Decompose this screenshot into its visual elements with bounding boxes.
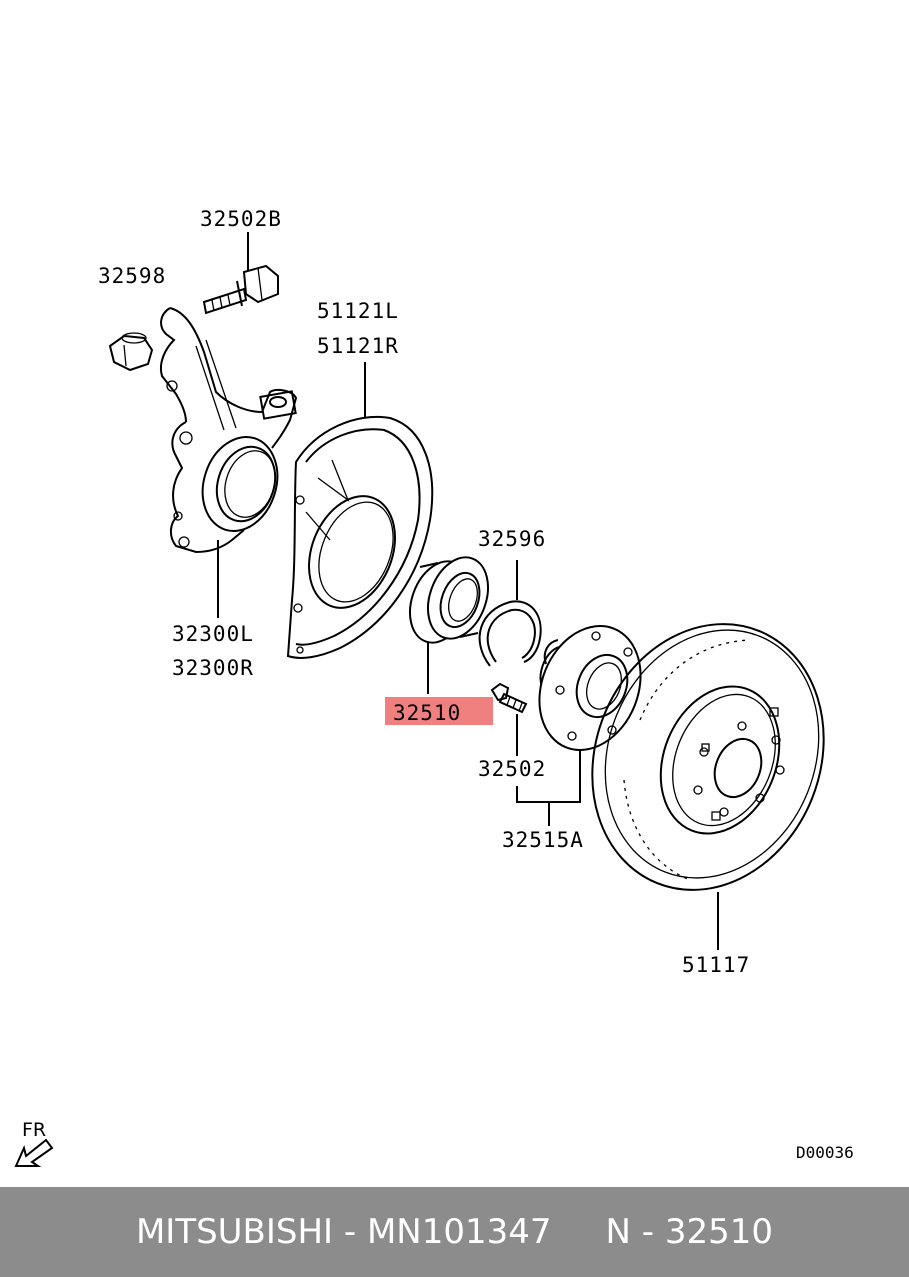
footer-text: MITSUBISHI - MN101347 N - 32510 <box>135 1212 774 1252</box>
highlight-32510 <box>385 697 493 725</box>
label-32502[interactable]: 32502 <box>478 757 546 781</box>
label-51121l[interactable]: 51121L <box>317 299 399 323</box>
snap-ring-icon <box>478 600 542 667</box>
front-direction-arrow-icon <box>14 1138 54 1167</box>
wheel-hub-icon <box>538 624 642 752</box>
dust-shield-icon <box>286 415 434 659</box>
label-32598[interactable]: 32598 <box>98 264 166 288</box>
hub-bolt-icon <box>490 682 528 714</box>
label-32510[interactable]: 32510 <box>393 701 461 725</box>
bolt-32502b-icon <box>202 264 279 315</box>
diagram-code: D00036 <box>796 1143 854 1162</box>
label-32502b[interactable]: 32502B <box>200 207 282 231</box>
label-32515a[interactable]: 32515A <box>502 828 584 852</box>
parts-diagram: FR 32502B 32598 51121L 51121R 32300L 323… <box>14 207 854 1167</box>
leader-lines <box>217 232 719 950</box>
footer-bar: MITSUBISHI - MN101347 N - 32510 <box>0 1187 909 1277</box>
label-51121r[interactable]: 51121R <box>317 334 399 358</box>
label-51117[interactable]: 51117 <box>682 953 750 977</box>
direction-label: FR <box>22 1119 46 1141</box>
label-32300r[interactable]: 32300R <box>172 656 254 680</box>
wheel-bearing-icon <box>409 556 489 644</box>
nut-32598-icon <box>108 332 154 372</box>
label-32596[interactable]: 32596 <box>478 527 546 551</box>
steering-knuckle-icon <box>160 307 298 554</box>
brake-disc-icon <box>591 623 825 891</box>
label-32300l[interactable]: 32300L <box>172 622 254 646</box>
